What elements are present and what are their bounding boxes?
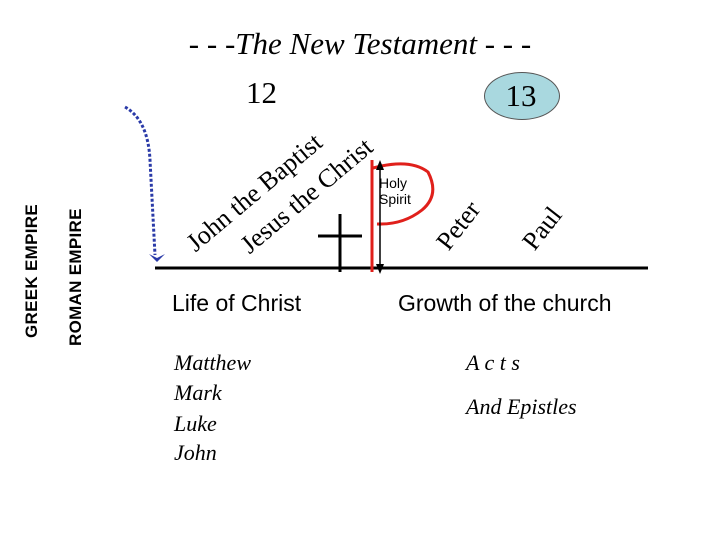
- book-john: John: [174, 440, 217, 465]
- book-epistles: And Epistles: [466, 394, 577, 419]
- book-matthew: Matthew: [174, 350, 251, 375]
- holy-spirit-label: Holy Spirit: [379, 175, 439, 207]
- growth-of-church-heading: Growth of the church: [398, 290, 612, 316]
- period-circle-13: [484, 72, 560, 120]
- period-label-13: 13: [505, 78, 537, 113]
- holy-spirit-line-2: Spirit: [379, 191, 411, 207]
- pentecost-bowl: [372, 162, 435, 226]
- diagram-title: - - -The New Testament - - -: [188, 26, 532, 61]
- period-label-12: 12: [246, 75, 277, 110]
- book-acts: A c t s: [466, 350, 520, 375]
- life-of-christ-heading: Life of Christ: [172, 290, 302, 316]
- pentecost-arrow-top: [376, 160, 384, 170]
- book-mark: Mark: [174, 380, 222, 405]
- book-luke: Luke: [174, 411, 217, 436]
- holy-spirit-line-1: Holy: [379, 175, 408, 191]
- migration-arrow-head: [149, 254, 165, 262]
- pentecost-arrow-bottom: [376, 264, 384, 274]
- migration-arrow: [124, 105, 157, 256]
